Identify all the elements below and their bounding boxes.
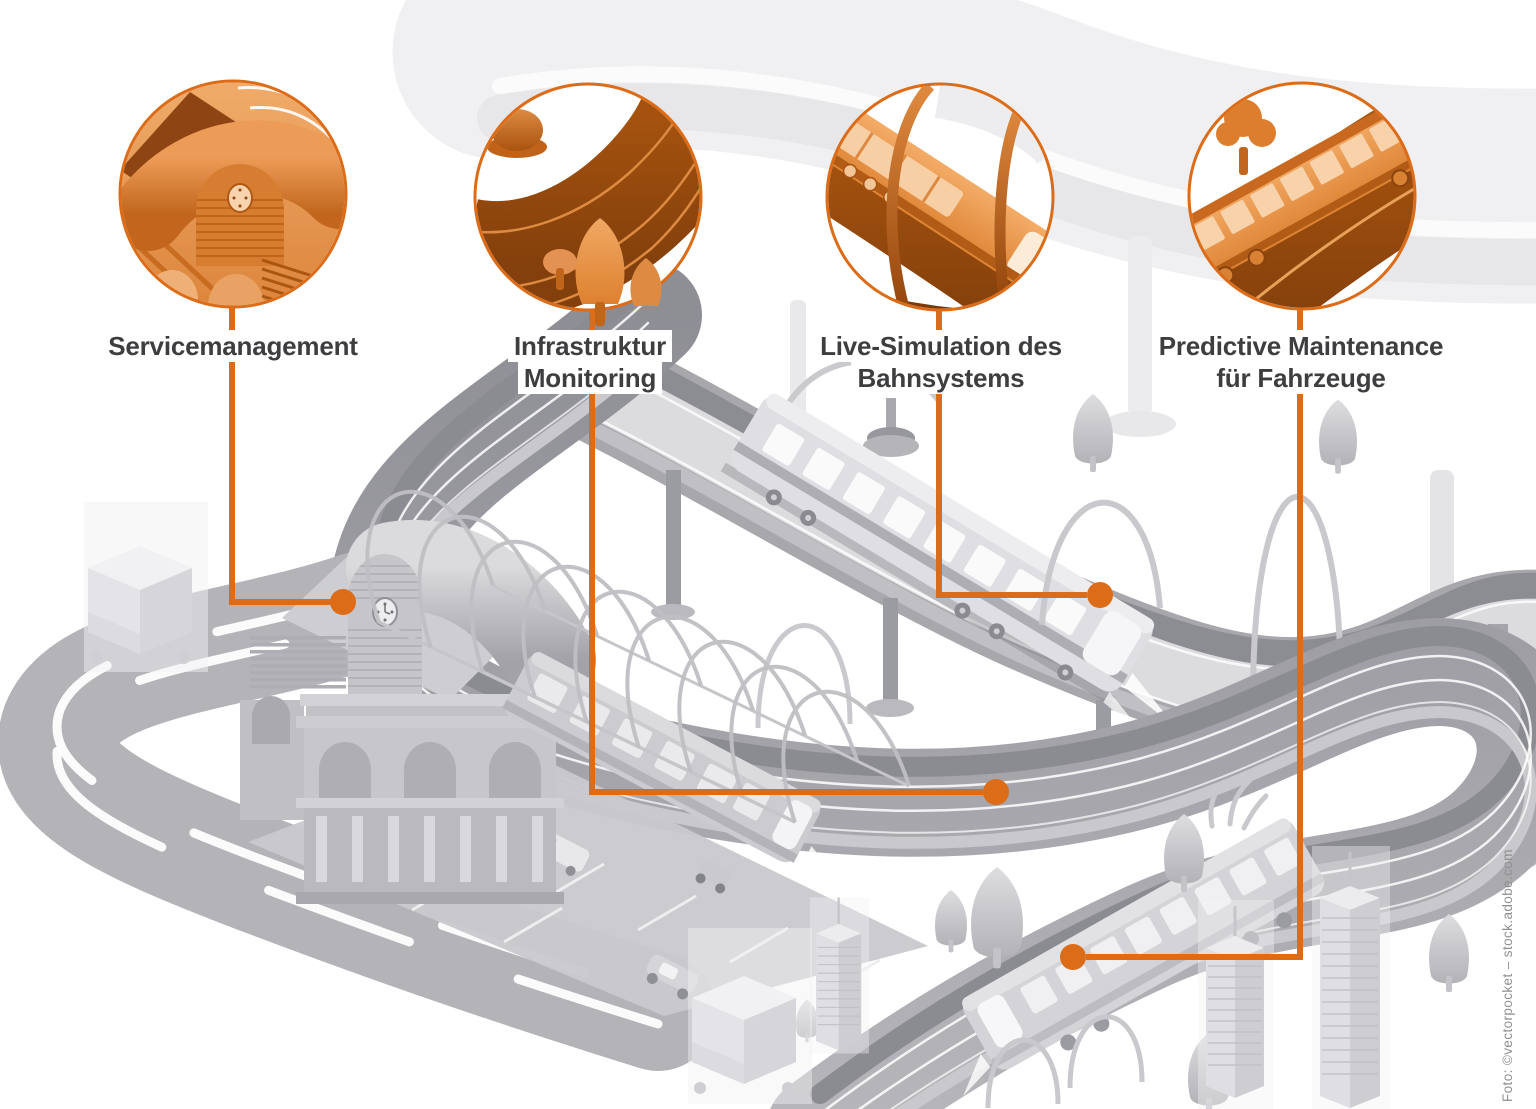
- callout-circle-predictive-maintenance: [1187, 81, 1417, 311]
- glass-box-building-left: [84, 502, 208, 672]
- tower-building-b: [1312, 846, 1390, 1109]
- orange-trees: [543, 218, 662, 326]
- support-pedestal: [863, 398, 919, 457]
- callout-connectors: [229, 306, 1303, 960]
- callout-line-1: [229, 306, 331, 605]
- grass-tufts: [1208, 777, 1269, 831]
- tower-building-a: [1198, 900, 1274, 1109]
- callout-label-line: für Fahrzeuge: [1210, 362, 1392, 394]
- callout-circle-servicemanagement: [118, 79, 348, 309]
- callout-label-live-simulation: Live-Simulation des Bahnsystems: [814, 330, 1068, 394]
- glass-box-building-bottom: [688, 928, 812, 1104]
- callout-label-line: Bahnsystems: [851, 362, 1031, 394]
- callout-label-line: Monitoring: [517, 362, 663, 394]
- callout-dot-4: [1060, 944, 1086, 970]
- station-building: [240, 519, 596, 904]
- driving-car: [646, 954, 699, 1000]
- track-curve-icon: [476, 96, 700, 309]
- callout-dots: [330, 582, 1113, 970]
- glass-canopy: [365, 489, 911, 824]
- trees: [796, 394, 1469, 1109]
- arch-hoops-bottom: [985, 1014, 1145, 1109]
- tower-building-small: [809, 897, 870, 1054]
- photo-attribution: Foto: ©vectorpocket – stock.adobe.com: [1500, 849, 1515, 1102]
- callout-label-infrastruktur-monitoring: Infrastruktur Monitoring: [508, 330, 672, 394]
- callout-dot-2: [983, 779, 1009, 805]
- callout-line-4: [1086, 306, 1303, 960]
- elevated-train: [720, 393, 1176, 738]
- callout-label-predictive-maintenance: Predictive Maintenance für Fahrzeuge: [1152, 330, 1450, 394]
- callout-label-line: Infrastruktur: [508, 330, 672, 362]
- callout-label-servicemanagement: Servicemanagement: [102, 330, 364, 362]
- parked-quad: [695, 859, 732, 894]
- callout-circle-infrastruktur-monitoring: [473, 82, 703, 326]
- callout-line-3: [936, 310, 1087, 598]
- callout-label-line: Predictive Maintenance: [1152, 330, 1450, 362]
- callout-label-line: Live-Simulation des: [814, 330, 1068, 362]
- callout-label-line: Servicemanagement: [102, 330, 364, 362]
- callout-dot-1: [330, 589, 356, 615]
- orange-tree-icon: [1216, 99, 1276, 175]
- regional-train: [962, 818, 1326, 1097]
- station-building-icon: [121, 82, 345, 306]
- callout-line-2: [589, 310, 983, 795]
- callout-dot-3: [1087, 582, 1113, 608]
